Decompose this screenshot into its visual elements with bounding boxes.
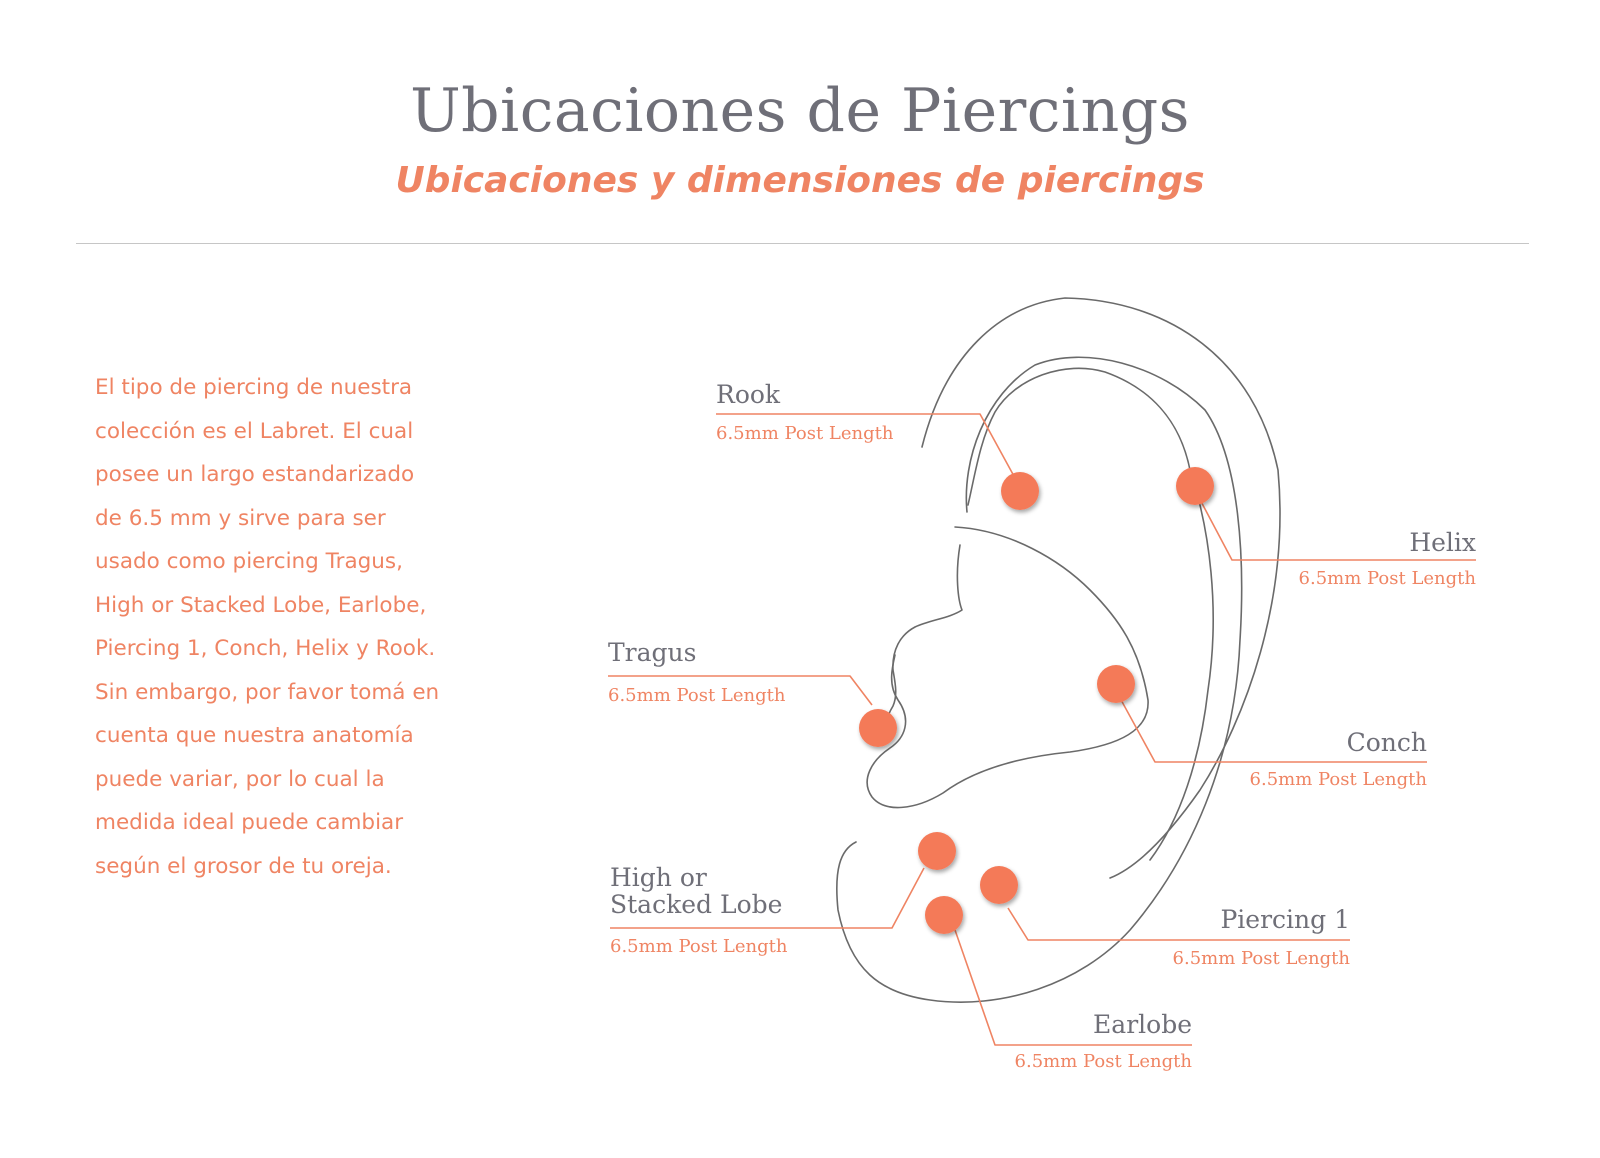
ear-outer-contour — [836, 356, 1243, 1003]
description-line: medida ideal puede cambiar — [95, 810, 404, 835]
leader-helix — [1195, 491, 1476, 561]
divider — [76, 243, 1529, 244]
leader-tragus — [608, 675, 873, 706]
ear-antihelix-branch — [866, 526, 1149, 809]
dot-earlobe — [925, 896, 963, 934]
post-length-high-lobe: 6.5mm Post Length — [610, 936, 788, 957]
description-text: El tipo de piercing de nuestra colección… — [95, 366, 515, 888]
ear-outer-rim — [921, 297, 1281, 879]
dot-tragus — [859, 709, 897, 747]
label-high-lobe-line2: Stacked Lobe — [610, 890, 782, 919]
description-line: Sin embargo, por favor tomá en — [95, 679, 440, 705]
description-line: High or Stacked Lobe, Earlobe, — [95, 592, 427, 618]
label-earlobe: Earlobe — [1093, 1010, 1192, 1039]
dot-rook — [1001, 472, 1039, 510]
post-length-helix: 6.5mm Post Length — [1299, 568, 1477, 589]
label-tragus: Tragus — [608, 638, 696, 667]
post-length-piercing-1: 6.5mm Post Length — [1173, 948, 1351, 969]
post-length-earlobe: 6.5mm Post Length — [1015, 1051, 1193, 1072]
description-line: El tipo de piercing de nuestra — [95, 375, 413, 400]
dot-helix — [1176, 467, 1214, 505]
leader-high-lobe — [610, 867, 925, 929]
description-line: posee un largo estandarizado — [95, 462, 415, 487]
leader-piercing-1 — [1007, 907, 1350, 941]
leader-earlobe — [954, 929, 1192, 1046]
page-subtitle: Ubicaciones y dimensiones de piercings — [395, 160, 1205, 201]
description-line: colección es el Labret. El cual — [95, 418, 414, 444]
ear-antihelix — [967, 367, 1214, 861]
description-line: usado como piercing Tragus, — [95, 549, 403, 574]
dot-piercing-1 — [980, 866, 1018, 904]
leader-conch — [1119, 697, 1427, 763]
post-length-conch: 6.5mm Post Length — [1250, 769, 1428, 790]
description-line: puede variar, por lo cual la — [95, 766, 385, 792]
description-line: cuenta que nuestra anatomía — [95, 723, 414, 748]
leader-rook — [716, 413, 1016, 479]
label-piercing-1: Piercing 1 — [1220, 905, 1350, 934]
description-line: Piercing 1, Conch, Helix y Rook. — [95, 636, 436, 661]
label-helix: Helix — [1409, 528, 1476, 557]
post-length-tragus: 6.5mm Post Length — [608, 685, 786, 706]
dot-high-lobe — [918, 832, 956, 870]
label-conch: Conch — [1347, 728, 1427, 757]
description-line: de 6.5 mm y sirve para ser — [95, 505, 386, 531]
label-high-lobe-line1: High or — [610, 863, 707, 892]
dot-conch — [1097, 665, 1135, 703]
page-title: Ubicaciones de Piercings — [410, 76, 1190, 146]
post-length-rook: 6.5mm Post Length — [716, 423, 894, 444]
label-rook: Rook — [716, 380, 781, 409]
ear-concha — [883, 544, 963, 739]
description-line: según el grosor de tu oreja. — [95, 853, 392, 879]
